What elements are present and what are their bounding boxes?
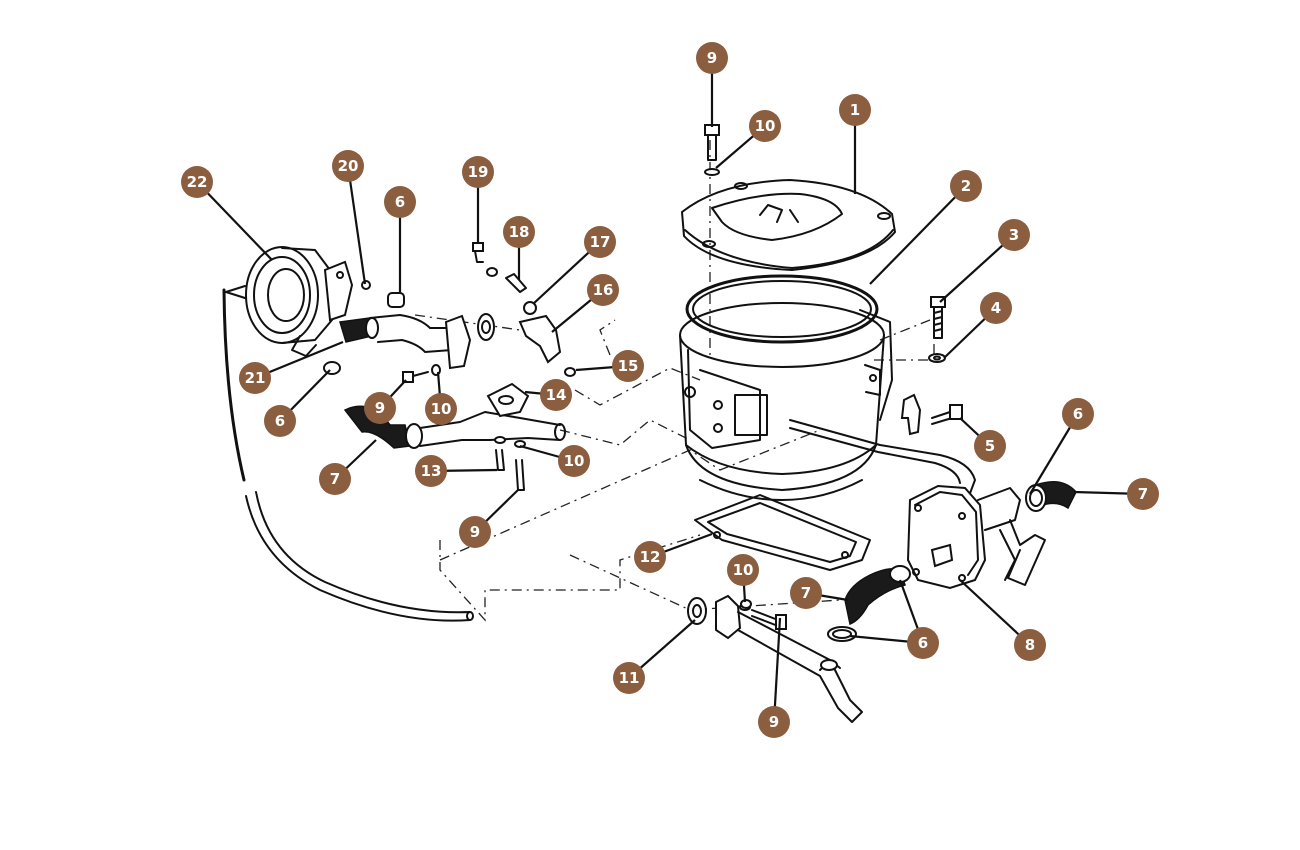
svg-text:6: 6	[395, 193, 405, 211]
callout-7-left: 7	[319, 463, 351, 495]
vacuum-unit-part	[225, 246, 379, 357]
callout-4: 4	[980, 292, 1012, 324]
vacuum-pipe-part	[222, 288, 474, 622]
svg-text:6: 6	[1073, 405, 1083, 423]
callout-10-top: 10	[749, 110, 781, 142]
svg-text:21: 21	[245, 369, 266, 387]
callout-10-lower: 10	[727, 554, 759, 586]
callout-6-top: 6	[384, 186, 416, 218]
svg-text:9: 9	[375, 399, 385, 417]
sealing-ring-part	[685, 274, 879, 344]
upper-pipe-part	[361, 280, 495, 370]
svg-text:10: 10	[733, 561, 754, 579]
callout-15: 15	[612, 350, 644, 382]
callout-21: 21	[239, 362, 271, 394]
middle-pipe-part	[323, 361, 566, 449]
main-housing-part	[679, 302, 976, 521]
svg-text:7: 7	[330, 470, 340, 488]
svg-text:17: 17	[590, 233, 611, 251]
callout-19: 19	[462, 156, 494, 188]
callout-14: 14	[540, 379, 572, 411]
callout-6-right: 6	[1062, 398, 1094, 430]
bolt-washer-part	[928, 296, 946, 363]
svg-text:19: 19	[468, 163, 489, 181]
bracket-part	[900, 393, 963, 436]
callout-2: 2	[950, 170, 982, 202]
svg-text:7: 7	[801, 584, 811, 602]
svg-text:4: 4	[991, 299, 1001, 317]
svg-text:13: 13	[421, 462, 442, 480]
callout-1: 1	[839, 94, 871, 126]
svg-text:5: 5	[985, 437, 995, 455]
svg-text:8: 8	[1025, 636, 1035, 654]
base-gasket-part	[694, 494, 871, 571]
lower-pipe-part	[687, 594, 863, 723]
callout-13: 13	[415, 455, 447, 487]
svg-text:20: 20	[338, 157, 359, 175]
callout-11: 11	[613, 662, 645, 694]
top-cover-part	[681, 179, 896, 271]
callout-20: 20	[332, 150, 364, 182]
callout-9-lower: 9	[758, 706, 790, 738]
svg-text:10: 10	[564, 452, 585, 470]
callout-10-left: 10	[425, 393, 457, 425]
callout-3: 3	[998, 219, 1030, 251]
svg-text:16: 16	[593, 281, 614, 299]
callout-7-right: 7	[1127, 478, 1159, 510]
callout-7-lower: 7	[790, 577, 822, 609]
callout-10-middle: 10	[558, 445, 590, 477]
svg-text:6: 6	[918, 634, 928, 652]
svg-text:11: 11	[619, 669, 640, 687]
svg-text:9: 9	[769, 713, 779, 731]
callout-markers: 1 2 3 4 5 6 6 6 6 7 7 7 8 9 9 9 9 10 10 …	[181, 42, 1159, 738]
callout-5: 5	[974, 430, 1006, 462]
svg-text:14: 14	[546, 386, 567, 404]
svg-text:18: 18	[509, 223, 530, 241]
callout-9-middle: 9	[459, 516, 491, 548]
svg-text:10: 10	[431, 400, 452, 418]
svg-text:12: 12	[640, 548, 661, 566]
svg-text:9: 9	[470, 523, 480, 541]
small-hardware	[402, 124, 752, 609]
callout-16: 16	[587, 274, 619, 306]
svg-text:7: 7	[1138, 485, 1148, 503]
svg-text:9: 9	[707, 49, 717, 67]
callout-18: 18	[503, 216, 535, 248]
svg-text:22: 22	[187, 173, 208, 191]
callout-9-left: 9	[364, 392, 396, 424]
callout-9-top: 9	[696, 42, 728, 74]
callout-17: 17	[584, 226, 616, 258]
svg-text:3: 3	[1009, 226, 1019, 244]
svg-text:6: 6	[275, 412, 285, 430]
svg-text:1: 1	[850, 101, 860, 119]
callout-6-lower: 6	[907, 627, 939, 659]
svg-text:2: 2	[961, 177, 971, 195]
svg-text:10: 10	[755, 117, 776, 135]
svg-text:15: 15	[618, 357, 639, 375]
callout-22: 22	[181, 166, 213, 198]
callout-8: 8	[1014, 629, 1046, 661]
valve-housing-part	[906, 484, 1046, 590]
callout-6-left: 6	[264, 405, 296, 437]
lower-hose-part	[827, 565, 911, 642]
callout-12: 12	[634, 541, 666, 573]
